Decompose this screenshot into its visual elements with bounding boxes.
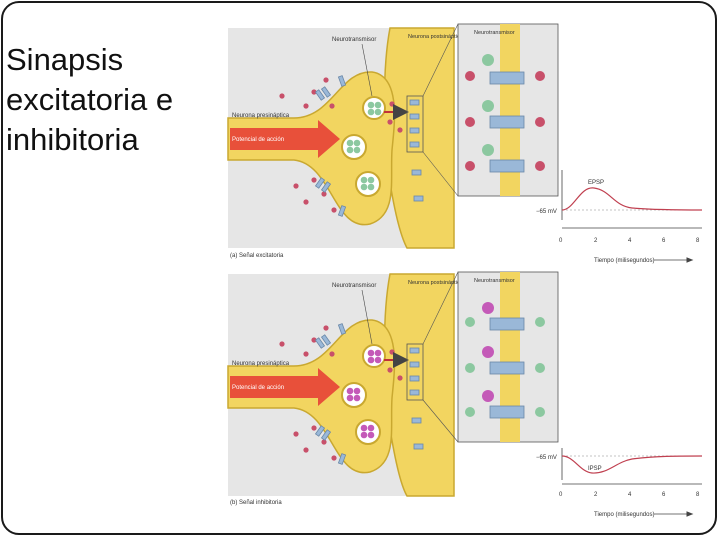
epsp-trace: [561, 187, 703, 211]
presynaptic-channels: [314, 75, 347, 217]
x-tick-label: 8: [696, 238, 700, 244]
receptor-inset-b: Neurotransmisor: [457, 271, 559, 443]
epsp-graph: EPSP −65 mV 0 2 4 6 8 Tiempo (milisegund…: [536, 170, 703, 264]
vesicle: [362, 344, 386, 368]
x-tick-label: 0: [559, 238, 563, 244]
x-axis-label: Tiempo (milisegundos): [594, 512, 654, 518]
zoom-line: [422, 151, 459, 197]
slide-title: Sinapsis excitatoria e inhibitoria: [6, 42, 174, 157]
x-tick-label: 2: [594, 492, 598, 498]
presynaptic-label: Neurona presináptica: [232, 113, 290, 119]
ipsp-label: IPSP: [588, 466, 602, 472]
action-potential-arrow: [230, 368, 340, 406]
presynaptic-label: Neurona presináptica: [232, 361, 290, 367]
postsynaptic-label: Neurona postsináptica: [408, 34, 464, 40]
ipsp-trace: [561, 455, 703, 474]
ipsp-graph: IPSP −65 mV 0 2 4 6 8 Tiempo (milisegund…: [536, 448, 703, 518]
synapse-figure: Neurona presináptica Potencial de acción: [222, 10, 716, 530]
zoom-box: [406, 95, 424, 153]
neurotransmitter-label: Neurotransmisor: [332, 37, 376, 43]
x-tick-label: 6: [662, 238, 666, 244]
panel-a-caption: (a) Señal excitatoria: [230, 253, 284, 259]
action-potential-arrow: [230, 120, 340, 158]
epsp-label: EPSP: [588, 180, 604, 186]
vesicle: [341, 382, 367, 408]
vesicle: [362, 96, 386, 120]
x-axis-label: Tiempo (milisegundos): [594, 258, 654, 264]
synapse-diagram: Neurona presináptica Potencial de acción: [227, 23, 703, 518]
action-potential-label: Potencial de acción: [232, 385, 284, 391]
x-tick-label: 8: [696, 492, 700, 498]
postsynaptic-receptors: [409, 99, 424, 202]
postsynaptic-receptors: [409, 347, 424, 450]
leader-line: [361, 43, 373, 97]
neurotransmitter-label: Neurotransmisor: [332, 283, 376, 289]
vesicle: [341, 134, 367, 160]
panel-b-caption: (b) Señal inhibitoria: [230, 500, 282, 506]
panel-a: Neurona presináptica Potencial de acción: [227, 23, 703, 264]
vesicle: [355, 419, 381, 445]
inset-receptor-label: Neurotransmisor: [474, 30, 515, 36]
zoom-line: [422, 399, 459, 443]
postsynaptic-label: Neurona postsináptica: [408, 280, 464, 286]
x-tick-label: 4: [628, 238, 632, 244]
presynaptic-channels: [314, 323, 347, 465]
baseline-label: −65 mV: [536, 209, 557, 215]
zoom-line: [422, 271, 459, 345]
x-tick-label: 2: [594, 238, 598, 244]
x-tick-label: 0: [559, 492, 563, 498]
x-tick-label: 6: [662, 492, 666, 498]
baseline-label: −65 mV: [536, 455, 557, 461]
zoom-box: [406, 343, 424, 401]
inset-receptor-label: Neurotransmisor: [474, 278, 515, 284]
zoom-line: [422, 23, 459, 97]
vesicle: [355, 171, 381, 197]
leader-line: [361, 289, 373, 345]
panel-b: Neurona presináptica Potencial de acción: [227, 271, 703, 518]
receptor-inset-a: Neurotransmisor: [457, 23, 559, 197]
action-potential-label: Potencial de acción: [232, 137, 284, 143]
x-tick-label: 4: [628, 492, 632, 498]
